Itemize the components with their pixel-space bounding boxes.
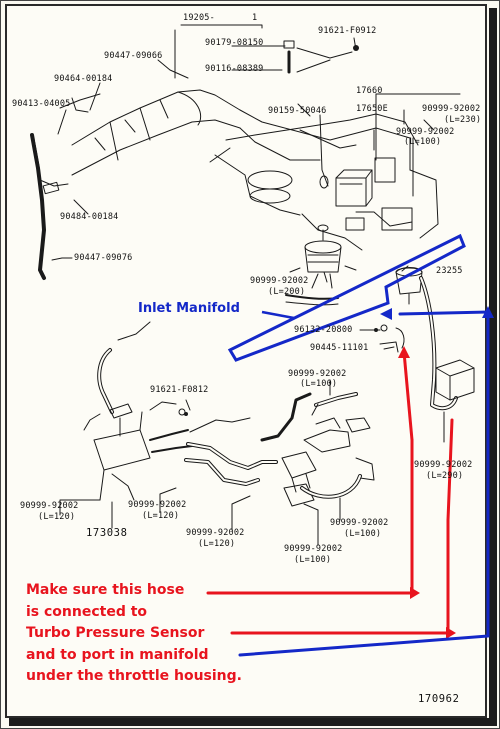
label-90179: 90179-08150 bbox=[205, 38, 264, 48]
label-1: 1 bbox=[252, 13, 258, 23]
label-90999-l100d: 90999-92002 bbox=[284, 544, 343, 554]
label-l120b: (L=120) bbox=[142, 511, 180, 521]
label-19205: 19205- bbox=[183, 13, 215, 23]
label-90159: 90159-50046 bbox=[268, 106, 327, 116]
label-l100d: (L=100) bbox=[294, 555, 332, 565]
label-90999-l100b: 90999-92002 bbox=[288, 369, 347, 379]
label-90999-l120b: 90999-92002 bbox=[128, 500, 187, 510]
label-l200: (L=200) bbox=[268, 287, 306, 297]
label-90999-l100a: 90999-92002 bbox=[396, 127, 455, 137]
label-90999-l200: 90999-92002 bbox=[250, 276, 309, 286]
label-90999-l230: 90999-92002 bbox=[422, 104, 481, 114]
inlet-manifold-label: Inlet Manifold bbox=[138, 301, 240, 316]
label-l120a: (L=120) bbox=[38, 512, 76, 522]
label-17660: 17660 bbox=[356, 86, 383, 96]
label-173038: 173038 bbox=[86, 527, 128, 539]
figure-number: 170962 bbox=[418, 693, 460, 705]
label-90413: 90413-04005 bbox=[12, 99, 71, 109]
frame-shadow-bottom bbox=[9, 718, 497, 726]
label-90445: 90445-11101 bbox=[310, 343, 369, 353]
note-line-3: Turbo Pressure Sensor bbox=[26, 625, 205, 641]
note-line-5: under the throttle housing. bbox=[26, 668, 242, 684]
label-23255: 23255 bbox=[436, 266, 463, 276]
label-96132: 96132-20800 bbox=[294, 325, 353, 335]
hose-connection-note: Make sure this hose is connected to Turb… bbox=[26, 580, 242, 688]
label-90999-l100c: 90999-92002 bbox=[330, 518, 389, 528]
label-l100c: (L=100) bbox=[344, 529, 382, 539]
note-line-4: and to port in manifold bbox=[26, 646, 209, 663]
label-l290: (L=290) bbox=[426, 471, 464, 481]
label-90116: 90116-08389 bbox=[205, 64, 264, 74]
label-90484: 90484-00184 bbox=[60, 212, 119, 222]
note-line-2: is connected to bbox=[26, 603, 148, 620]
diagram-panel bbox=[5, 4, 487, 718]
label-90999-l120c: 90999-92002 bbox=[186, 528, 245, 538]
label-90447-top: 90447-09066 bbox=[104, 51, 163, 61]
label-90464: 90464-00184 bbox=[54, 74, 113, 84]
label-90447-bottom: 90447-09076 bbox=[74, 253, 133, 263]
label-90999-l290: 90999-92002 bbox=[414, 460, 473, 470]
label-l100b: (L=100) bbox=[300, 379, 338, 389]
label-90999-l120a: 90999-92002 bbox=[20, 501, 79, 511]
frame-shadow-right bbox=[489, 8, 497, 724]
label-l230: (L=230) bbox=[444, 115, 482, 125]
label-17650e: 17650E bbox=[356, 104, 388, 114]
label-91621-top: 91621-F0912 bbox=[318, 26, 377, 36]
label-91621-mid: 91621-F0812 bbox=[150, 385, 209, 395]
label-l100a: (L=100) bbox=[404, 137, 442, 147]
label-l120c: (L=120) bbox=[198, 539, 236, 549]
note-line-1: Make sure this hose bbox=[26, 582, 185, 598]
